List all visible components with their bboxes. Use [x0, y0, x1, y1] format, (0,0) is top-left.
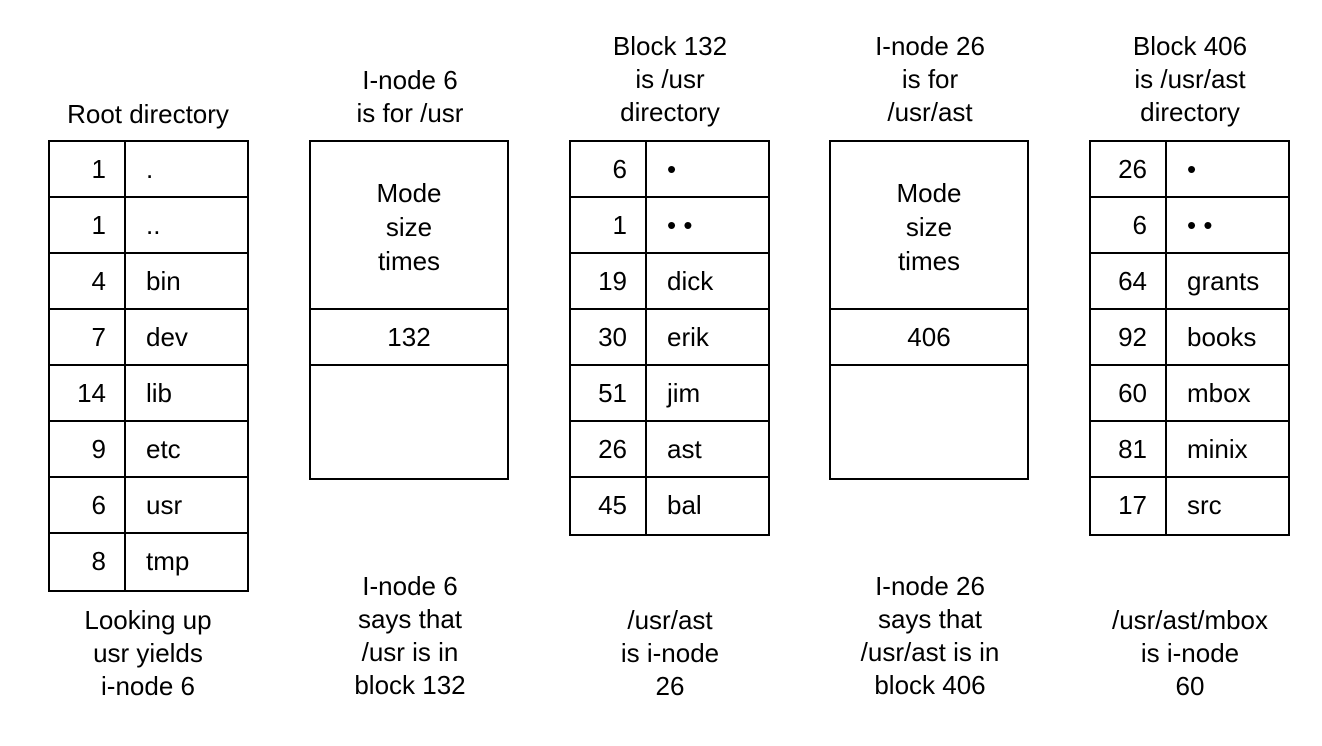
block132-footer: /usr/ast is i-node 26 [620, 605, 720, 701]
entry-name: erik [667, 322, 709, 352]
directory-entry-row: 60 mbox [1091, 366, 1288, 422]
block406-footer: /usr/ast/mbox is i-node 60 [1111, 605, 1269, 701]
directory-entry-row: 45 bal [571, 478, 768, 534]
inode-number: 64 [1091, 254, 1167, 308]
inode-number: 14 [50, 366, 126, 420]
inode26-empty-slots [831, 366, 1027, 478]
entry-name: usr [146, 490, 183, 520]
inode-number: 26 [1091, 142, 1167, 196]
entry-name: jim [667, 378, 701, 408]
inode26-title: I-node 26 is for /usr/ast [875, 31, 985, 127]
root-directory-title: Root directory [67, 99, 229, 129]
inode26-block-address: 406 [831, 310, 1027, 366]
entry-name: books [1187, 322, 1257, 352]
directory-entry-row: 19 dick [571, 254, 768, 310]
directory-entry-row: 4 bin [50, 254, 247, 310]
directory-entry-row: 92 books [1091, 310, 1288, 366]
directory-entry-row: 17 src [1091, 478, 1288, 534]
inode-number: 6 [50, 478, 126, 532]
inode-number: 9 [50, 422, 126, 476]
entry-name: • [1187, 154, 1197, 184]
directory-entry-row: 1 • • [571, 198, 768, 254]
directory-entry-row: 7 dev [50, 310, 247, 366]
directory-entry-row: 26 • [1091, 142, 1288, 198]
inode-number: 60 [1091, 366, 1167, 420]
entry-name: dick [667, 266, 714, 296]
inode-number: 17 [1091, 478, 1167, 534]
block406-table: 26 • 6 • • 64 grants 92 books 60 mbox 81 minix 17 src [1089, 140, 1290, 536]
entry-name: . [146, 154, 154, 184]
inode6-footer: I-node 6 says that /usr is in block 132 [354, 571, 466, 700]
inode-number: 6 [1091, 198, 1167, 252]
entry-name: minix [1187, 434, 1248, 464]
entry-name: bal [667, 490, 702, 520]
entry-name: mbox [1187, 378, 1251, 408]
inode-number: 26 [571, 422, 647, 476]
inode-number: 7 [50, 310, 126, 364]
inode26-footer: I-node 26 says that /usr/ast is in block… [860, 571, 1000, 700]
entry-name: src [1187, 490, 1222, 520]
entry-name: lib [146, 378, 173, 408]
root-directory-footer: Looking up usr yields i-node 6 [84, 605, 212, 701]
entry-name: .. [146, 210, 161, 240]
inode-number: 8 [50, 534, 126, 590]
inode-number: 92 [1091, 310, 1167, 364]
inode-number: 30 [571, 310, 647, 364]
inode-number: 1 [571, 198, 647, 252]
directory-entry-row: 6 • • [1091, 198, 1288, 254]
inode-number: 6 [571, 142, 647, 196]
directory-entry-row: 26 ast [571, 422, 768, 478]
entry-name: • • [1187, 210, 1213, 240]
directory-entry-row: 64 grants [1091, 254, 1288, 310]
block132-title: Block 132 is /usr directory [612, 31, 728, 127]
entry-name: ast [667, 434, 702, 464]
inode26-box: Mode size times 406 [829, 140, 1029, 480]
inode26-attributes: Mode size times [831, 142, 1027, 310]
directory-entry-row: 9 etc [50, 422, 247, 478]
entry-name: dev [146, 322, 188, 352]
entry-name: • • [667, 210, 693, 240]
inode6-block-address: 132 [311, 310, 507, 366]
inode-number: 81 [1091, 422, 1167, 476]
entry-name: • [667, 154, 677, 184]
inode6-box: Mode size times 132 [309, 140, 509, 480]
entry-name: bin [146, 266, 181, 296]
inode-number: 4 [50, 254, 126, 308]
inode6-attributes: Mode size times [311, 142, 507, 310]
inode-number: 19 [571, 254, 647, 308]
directory-entry-row: 30 erik [571, 310, 768, 366]
directory-entry-row: 1. [50, 142, 247, 198]
directory-entry-row: 81 minix [1091, 422, 1288, 478]
directory-entry-row: 6• [571, 142, 768, 198]
entry-name: tmp [146, 546, 190, 576]
inode6-empty-slots [311, 366, 507, 478]
inode-number: 45 [571, 478, 647, 534]
directory-entry-row: 1.. [50, 198, 247, 254]
inode-number: 51 [571, 366, 647, 420]
entry-name: etc [146, 434, 181, 464]
directory-entry-row: 14 lib [50, 366, 247, 422]
entry-name: grants [1187, 266, 1260, 296]
inode-number: 1 [50, 142, 126, 196]
block406-title: Block 406 is /usr/ast directory [1132, 31, 1248, 127]
directory-entry-row: 6 usr [50, 478, 247, 534]
directory-entry-row: 51 jim [571, 366, 768, 422]
inode6-title: I-node 6 is for /usr [356, 65, 464, 128]
directory-entry-row: 8 tmp [50, 534, 247, 590]
inode-number: 1 [50, 198, 126, 252]
